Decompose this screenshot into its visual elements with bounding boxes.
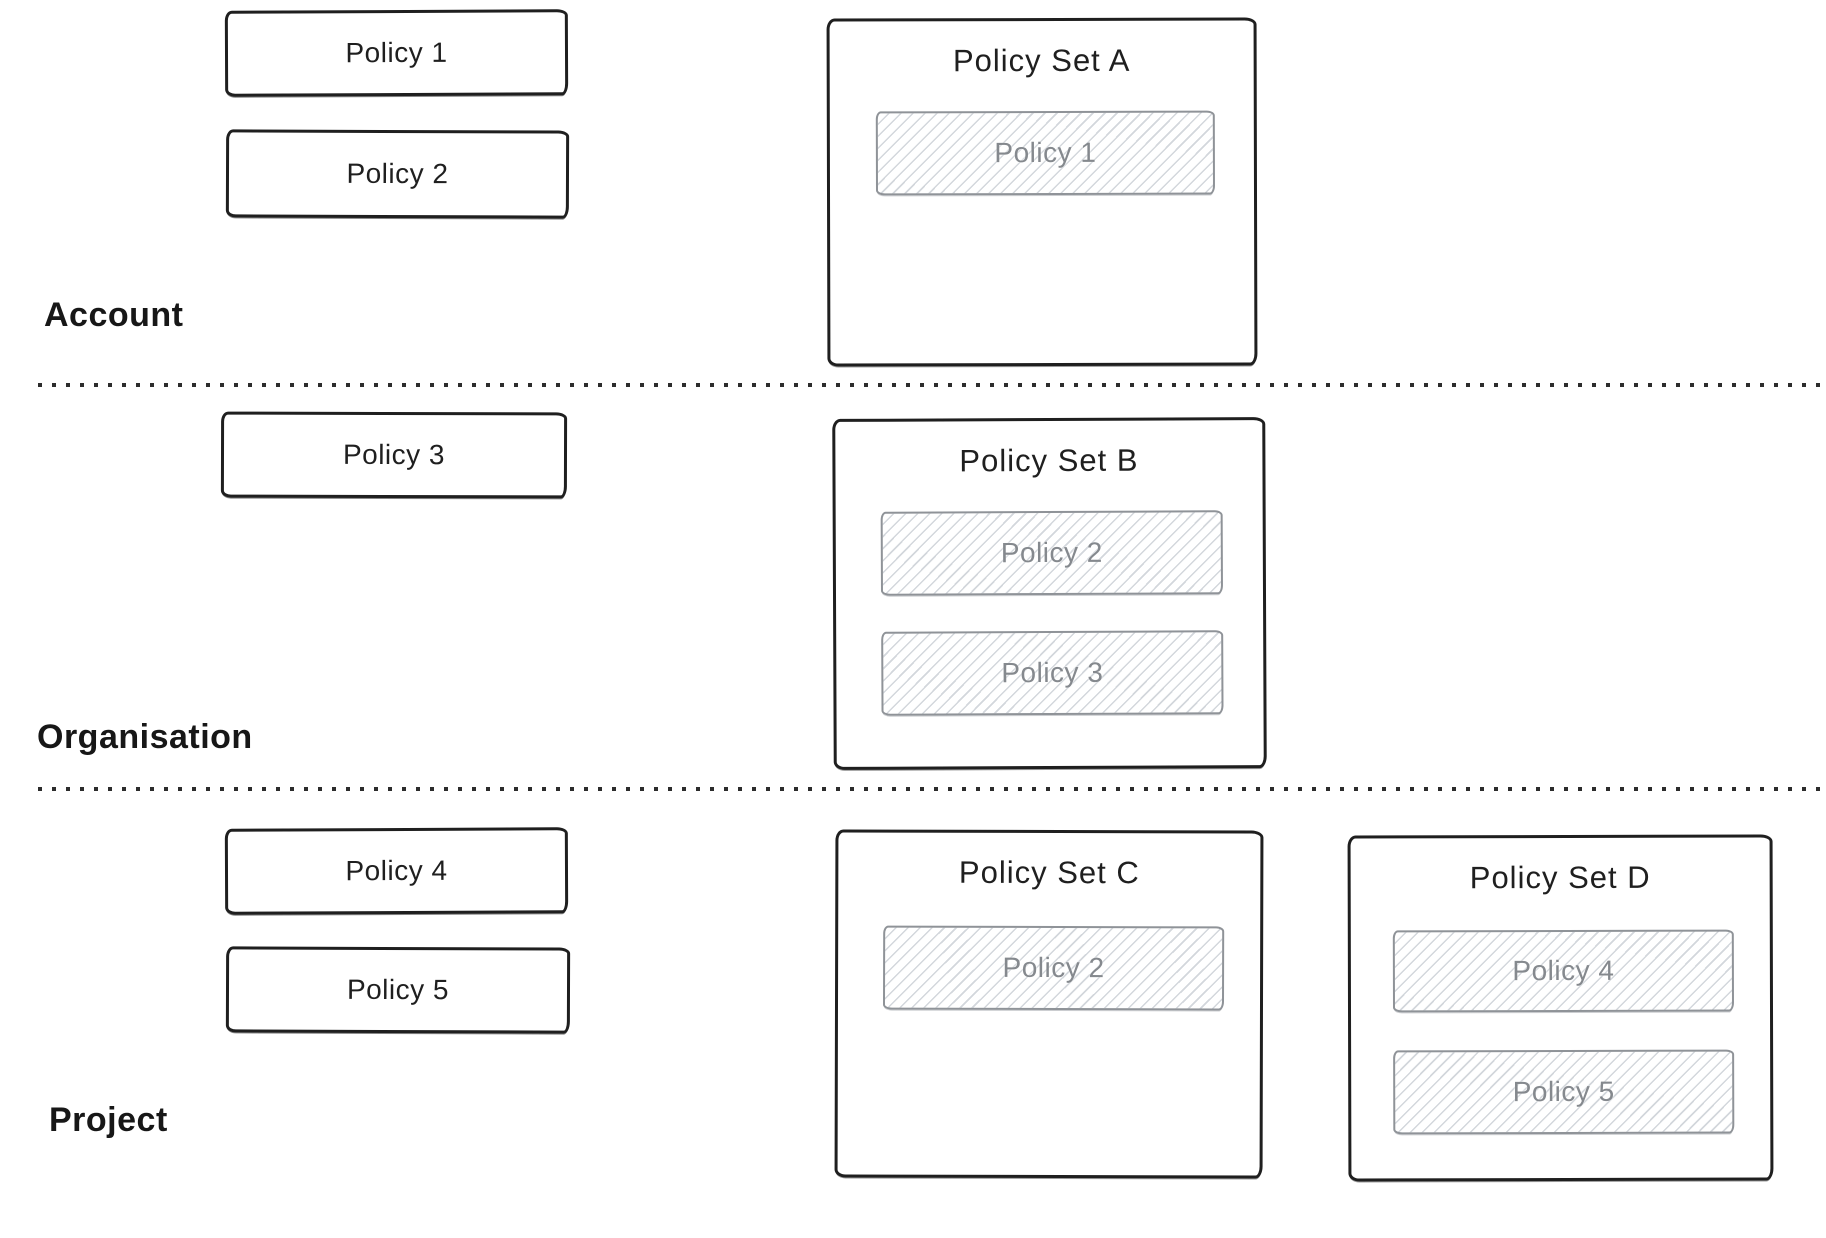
policy-set-a-member-policy-1: Policy 1 [875, 110, 1216, 196]
hatched-policy-label: Policy 3 [1001, 656, 1104, 689]
policy-box-label: Policy 2 [346, 157, 449, 190]
section-label-project: Project [49, 1101, 168, 1139]
policy-set-title: Policy Set D [1469, 859, 1651, 896]
policy-set-b: Policy Set B Policy 2 Policy 3 [832, 417, 1267, 770]
hatched-policy-label: Policy 2 [1000, 536, 1103, 569]
policy-set-c-member-policy-2: Policy 2 [882, 925, 1225, 1011]
policy-box-policy-1: Policy 1 [224, 9, 569, 97]
policy-box-label: Policy 1 [345, 36, 448, 69]
policy-box-label: Policy 3 [342, 438, 446, 471]
policy-box-policy-2: Policy 2 [225, 129, 570, 219]
policy-box-label: Policy 5 [346, 973, 450, 1006]
section-divider [38, 383, 1826, 387]
policy-set-title: Policy Set C [958, 854, 1140, 891]
policy-box-policy-3: Policy 3 [220, 411, 568, 499]
policy-box-policy-5: Policy 5 [225, 946, 571, 1034]
hatched-policy-label: Policy 4 [1512, 954, 1615, 987]
policy-box-label: Policy 4 [345, 854, 448, 887]
policy-box-policy-4: Policy 4 [224, 827, 569, 915]
policy-set-a: Policy Set A Policy 1 [826, 17, 1258, 367]
section-divider [38, 787, 1826, 791]
hatched-policy-label: Policy 2 [1002, 951, 1105, 984]
policy-set-c: Policy Set C Policy 2 [834, 829, 1264, 1179]
policy-set-title: Policy Set A [952, 42, 1131, 79]
policy-set-d-member-policy-5: Policy 5 [1393, 1049, 1735, 1135]
hatched-policy-label: Policy 5 [1512, 1075, 1615, 1108]
policy-set-b-member-policy-2: Policy 2 [880, 510, 1224, 596]
policy-set-d-member-policy-4: Policy 4 [1392, 929, 1735, 1013]
section-label-account: Account [44, 296, 184, 334]
policy-set-title: Policy Set B [959, 442, 1139, 479]
policy-set-b-member-policy-3: Policy 3 [881, 630, 1224, 716]
hatched-policy-label: Policy 1 [994, 136, 1097, 169]
policy-set-d: Policy Set D Policy 4 Policy 5 [1347, 834, 1774, 1182]
section-label-organisation: Organisation [37, 718, 253, 756]
